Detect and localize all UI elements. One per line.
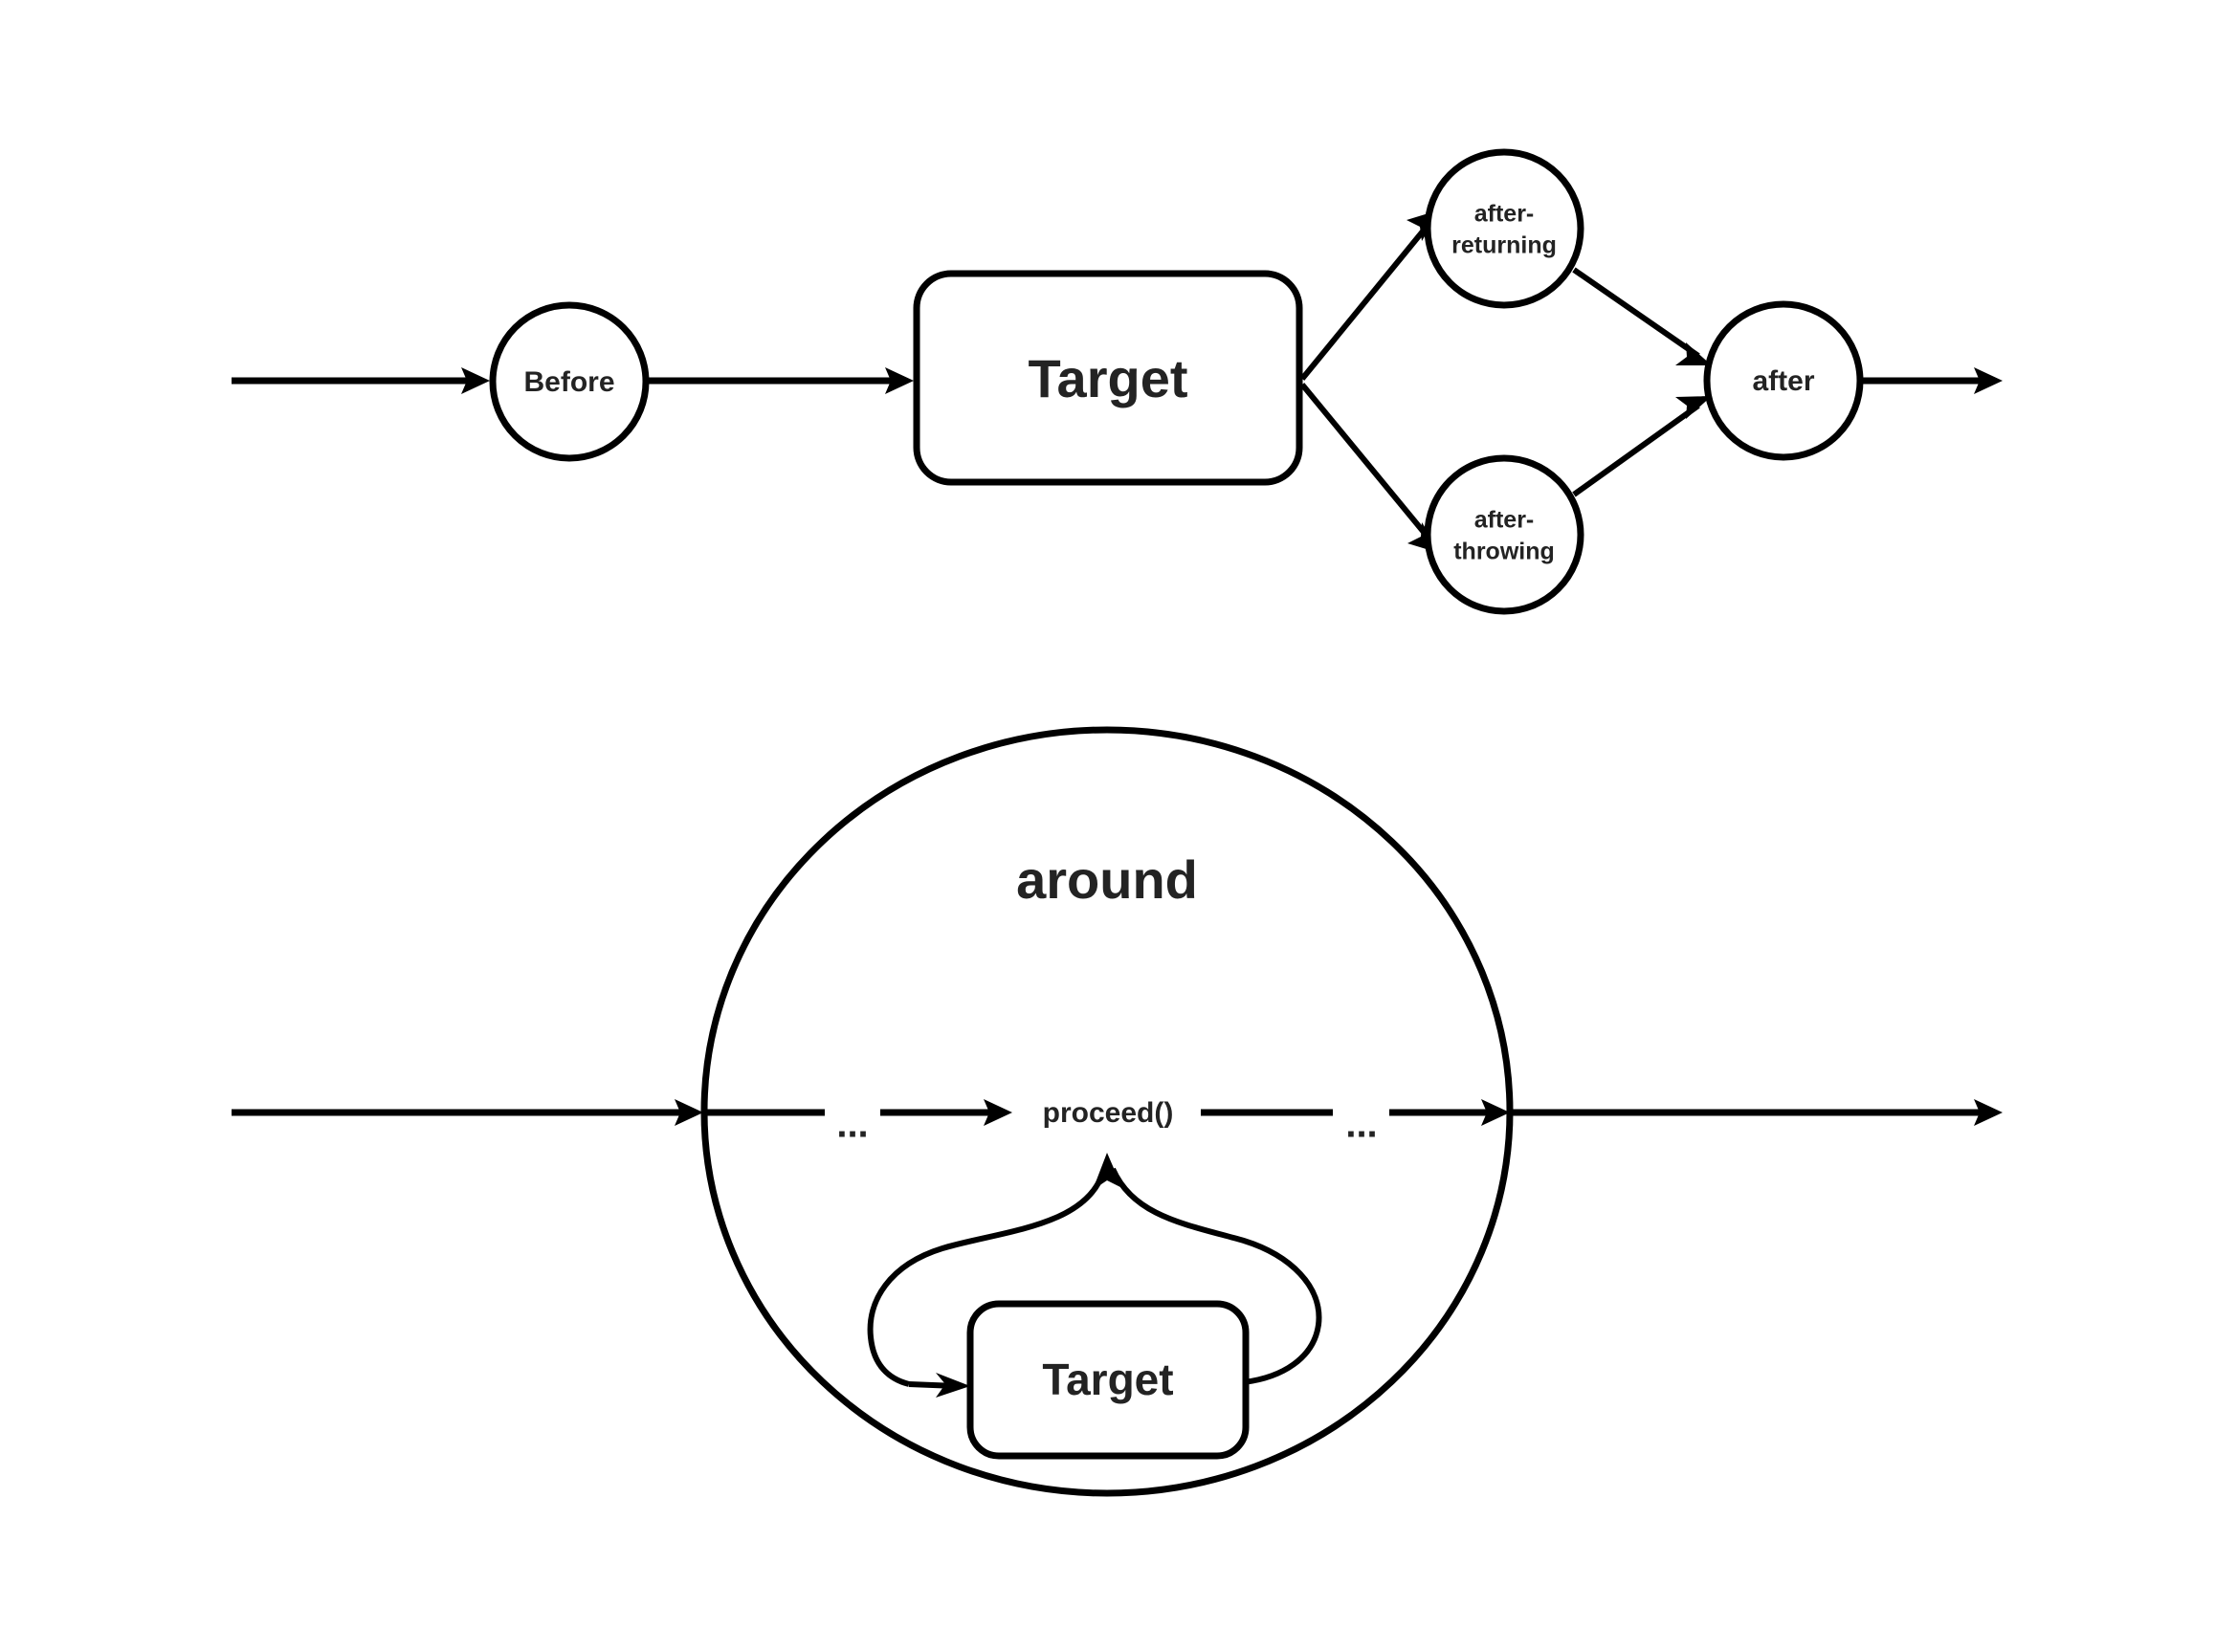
node-after-returning-label-line2: returning <box>1451 232 1557 259</box>
node-proceed-label: proceed() <box>1043 1097 1174 1129</box>
edge-after-throwing-to-after <box>1572 396 1712 497</box>
edge-entry-to-before <box>232 367 490 394</box>
node-target-bottom-label: Target <box>1042 1355 1173 1404</box>
node-after-throwing: after- throwing <box>1424 454 1584 615</box>
node-after-throwing-label-line1: after- <box>1474 507 1535 534</box>
edge-target-to-after-returning <box>1299 209 1441 381</box>
node-after-returning-label-line1: after- <box>1474 201 1535 228</box>
node-around-label: around <box>1016 849 1198 910</box>
edge-proceed-to-target-bottom <box>867 1171 1106 1398</box>
ellipsis-left: ... <box>836 1104 868 1146</box>
edge-after-to-exit <box>1861 367 2003 394</box>
node-after: after <box>1703 300 1864 461</box>
node-target-top: Target <box>913 270 1303 486</box>
edge-after-returning-to-after <box>1572 267 1712 365</box>
node-around: around <box>700 726 1514 1497</box>
node-before: Before <box>489 301 650 462</box>
node-after-label: after <box>1752 365 1814 397</box>
edge-ellipsis-right-to-around-boundary <box>1389 1099 1510 1126</box>
node-after-throwing-label-line2: throwing <box>1453 539 1555 565</box>
node-target-top-label: Target <box>1029 348 1188 408</box>
node-after-returning: after- returning <box>1424 148 1584 309</box>
edge-before-to-target <box>647 367 914 394</box>
edge-target-to-after-throwing <box>1299 383 1442 554</box>
node-target-bottom: Target <box>966 1300 1250 1460</box>
edge-ellipsis-left-to-proceed <box>880 1099 1012 1126</box>
node-before-label: Before <box>523 366 614 398</box>
edge-target-bottom-to-proceed <box>1093 1153 1322 1385</box>
ellipsis-right: ... <box>1345 1104 1377 1146</box>
edge-around-to-exit <box>1510 1099 2003 1126</box>
edge-entry-to-around <box>232 1099 703 1126</box>
